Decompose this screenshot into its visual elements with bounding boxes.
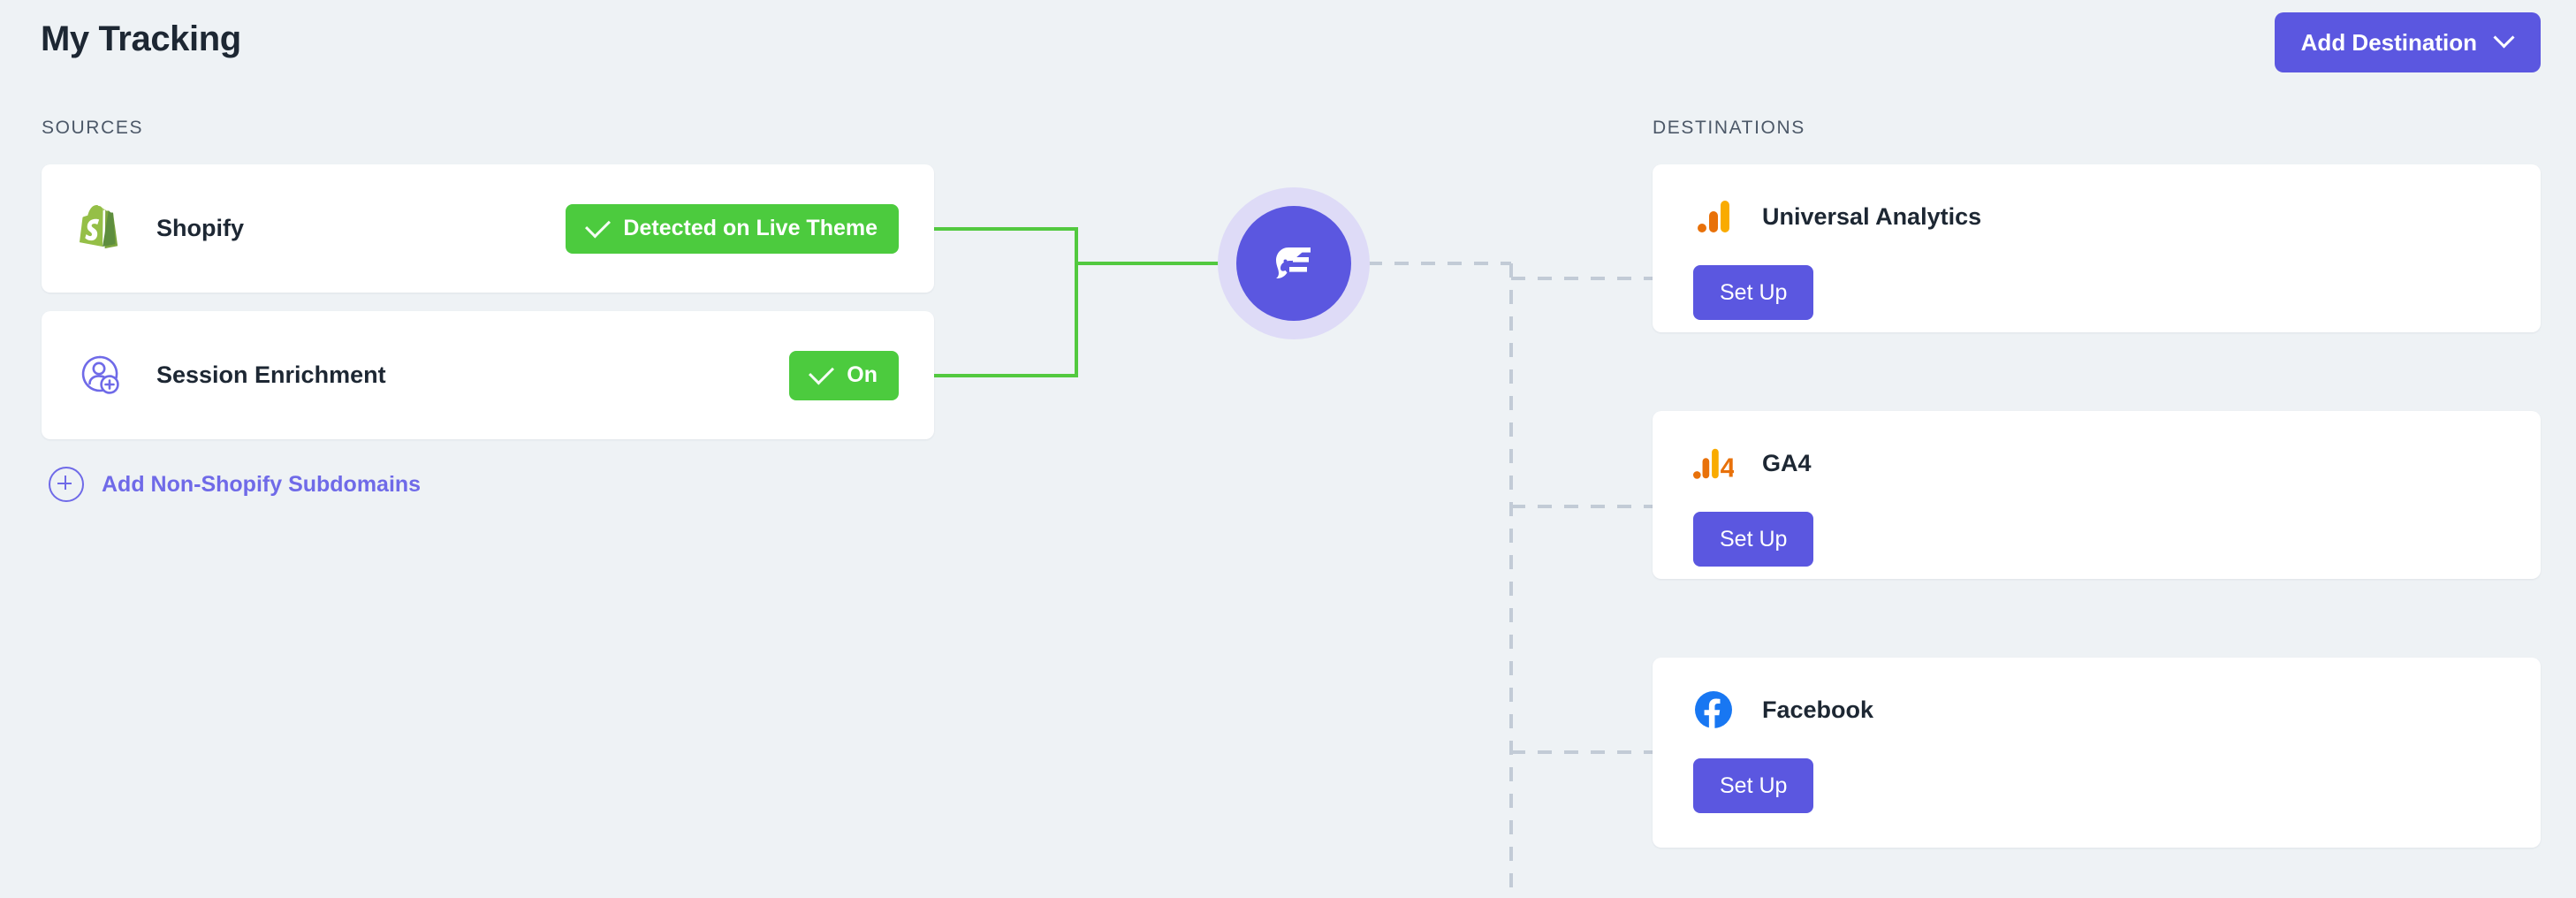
destination-name: GA4 [1762,449,1812,476]
setup-button-universal-analytics[interactable]: Set Up [1693,265,1814,320]
setup-button-facebook[interactable]: Set Up [1693,758,1814,813]
setup-button-ga4[interactable]: Set Up [1693,512,1814,567]
source-name: Session Enrichment [156,361,386,388]
ga4-bars-icon: 4 [1693,443,1734,483]
google-analytics-bars-icon [1693,196,1734,237]
source-card-session-enrichment[interactable]: Session Enrichment On [42,311,934,439]
elevar-bird-logo [1276,247,1311,279]
destination-name: Universal Analytics [1762,202,1982,230]
status-badge-on[interactable]: On [789,350,899,400]
source-card-shopify[interactable]: Shopify Detected on Live Theme [42,164,934,293]
destination-header: Universal Analytics [1693,196,2500,237]
destination-card-facebook[interactable]: Facebook Set Up [1653,658,2541,848]
facebook-icon [1693,689,1734,730]
connector-shopify [934,227,1078,263]
svg-text:4: 4 [1721,453,1734,483]
status-badge-label: Detected on Live Theme [623,216,878,240]
user-plus-icon [77,352,125,400]
chevron-down-icon [2496,30,2514,48]
check-icon [585,212,612,238]
destination-card-universal-analytics[interactable]: Universal Analytics Set Up [1653,164,2541,332]
add-destination-button[interactable]: Add Destination [2274,12,2541,72]
add-destination-label: Add Destination [2300,28,2477,56]
elevar-hub-node[interactable] [1218,187,1370,339]
page-title: My Tracking [41,19,241,58]
add-non-shopify-subdomains-link[interactable]: Add Non-Shopify Subdomains [49,467,421,502]
destination-name: Facebook [1762,696,1874,723]
status-badge-label: On [847,362,878,387]
destination-header: Facebook [1693,689,2500,730]
connector-session-enrichment [934,263,1078,377]
elevar-hub-circle [1236,206,1351,321]
destinations-column-label: DESTINATIONS [1653,118,1805,138]
sources-column-label: SOURCES [42,118,144,138]
add-non-shopify-subdomains-label: Add Non-Shopify Subdomains [102,471,422,497]
destination-card-ga4[interactable]: 4 GA4 Set Up [1653,411,2541,579]
status-badge-detected[interactable]: Detected on Live Theme [566,203,899,254]
shopify-bag-icon [77,204,125,253]
plus-circle-icon [49,467,84,502]
check-icon [809,359,835,384]
destination-header: 4 GA4 [1693,443,2500,483]
source-name: Shopify [156,215,244,241]
